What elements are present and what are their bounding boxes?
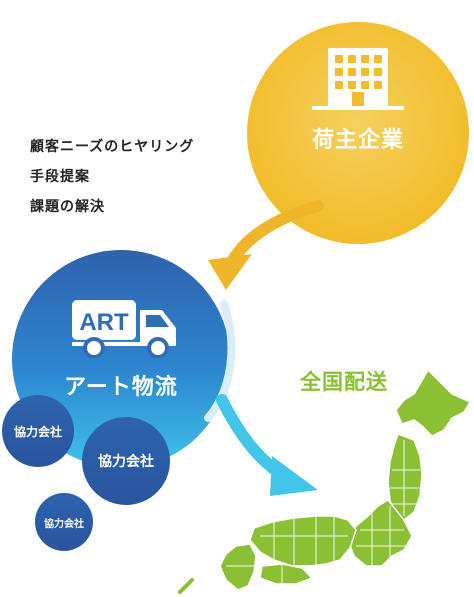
needs-list: 顧客ニーズのヒヤリング 手段提案 課題の解決 [30,132,194,222]
shipper-label: 荷主企業 [311,128,404,153]
partner-company-circle: 協力会社 [35,493,93,551]
partner-company-circle: 協力会社 [82,417,170,505]
truck-text: ART [79,309,129,336]
needs-item: 顧客ニーズのヒヤリング [30,139,195,155]
partner-company-label: 協力会社 [98,454,154,470]
partner-company-label: 協力会社 [44,518,84,530]
needs-item: 課題の解決 [30,199,105,215]
partner-company-label: 協力会社 [13,424,62,439]
art-label: アート物流 [64,375,178,400]
needs-item: 手段提案 [30,169,90,185]
partner-company-circle: 協力会社 [2,395,74,467]
truck-icon: ART [72,300,176,358]
nationwide-label: 全国配送 [300,370,388,394]
building-icon [312,48,404,110]
